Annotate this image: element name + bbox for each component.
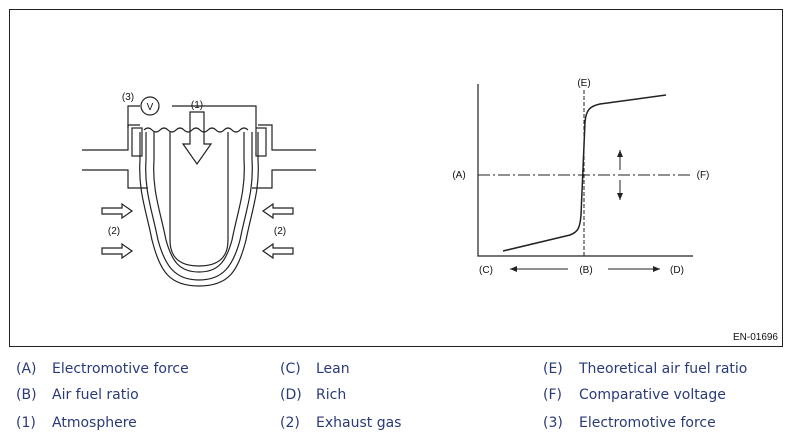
legend-item: (C) Lean [280, 361, 350, 377]
legend-key: (E) [543, 361, 563, 377]
atmosphere-tag: (1) [191, 100, 203, 111]
electrode-lead-left [127, 105, 140, 128]
legend: (A) Electromotive force (C) Lean (E) Theore… [0, 358, 794, 441]
legend-key: (2) [280, 415, 300, 431]
exhaust-arrow-icon-right-top [261, 202, 294, 220]
legend-text: Comparative voltage [579, 387, 726, 403]
legend-item: (1) Atmosphere [16, 415, 137, 431]
legend-item: (E) Theoretical air fuel ratio [543, 361, 747, 377]
legend-text: Electromotive force [52, 361, 189, 377]
figure-code: EN-01696 [732, 332, 778, 343]
sensor-element-outer [139, 132, 259, 287]
legend-key: (C) [280, 361, 301, 377]
atmosphere-arrow-icon [181, 111, 213, 166]
legend-text: Rich [316, 387, 347, 403]
legend-key: (D) [280, 387, 302, 403]
legend-text: Atmosphere [52, 415, 137, 431]
legend-text: Lean [316, 361, 350, 377]
legend-key: (B) [16, 387, 37, 403]
characteristic-graph [477, 84, 693, 272]
legend-text: Theoretical air fuel ratio [579, 361, 748, 377]
pipe-wall-right [252, 124, 316, 189]
legend-key: (A) [16, 361, 37, 377]
sensor-cavity [169, 132, 229, 267]
sensor-element-inner [153, 132, 245, 273]
figure-drawing: V (1) (3) (2) (2) (E) (A) (F) (C) (B) (D… [82, 78, 710, 287]
legend-item: (3) Electromotive force [543, 415, 716, 431]
exhaust-arrow-icon-right-bottom [261, 242, 294, 260]
legend-item: (A) Electromotive force [16, 361, 189, 377]
sensor-mount-right [255, 127, 267, 157]
legend-item: (D) Rich [280, 387, 346, 403]
exhaust-tag-left: (2) [108, 226, 120, 237]
sensor-top-wave [143, 127, 249, 133]
exhaust-tag-right: (2) [274, 226, 286, 237]
legend-item: (2) Exhaust gas [280, 415, 401, 431]
legend-key: (3) [543, 415, 563, 431]
pipe-wall-left [82, 124, 148, 189]
graph-label-c: (C) [479, 265, 493, 276]
legend-key: (F) [543, 387, 562, 403]
electrode-lead-right [172, 105, 257, 128]
graph-axes [477, 84, 693, 257]
legend-item: (B) Air fuel ratio [16, 387, 139, 403]
legend-key: (1) [16, 415, 36, 431]
legend-text: Electromotive force [579, 415, 716, 431]
legend-text: Air fuel ratio [52, 387, 139, 403]
graph-label-f: (F) [697, 170, 710, 181]
emf-tag: (3) [122, 92, 134, 103]
sensor-mount-left [131, 127, 143, 157]
voltmeter-icon [140, 96, 160, 116]
sensor-element-middle [145, 132, 253, 281]
figure-frame: V (1) (3) (2) (2) (E) (A) (F) (C) (B) (D… [9, 9, 783, 347]
legend-text: Exhaust gas [316, 415, 402, 431]
legend-item: (F) Comparative voltage [543, 387, 726, 403]
graph-label-e: (E) [577, 78, 590, 89]
graph-label-a: (A) [452, 170, 465, 181]
graph-label-d: (D) [670, 265, 684, 276]
voltmeter-label: V [147, 102, 154, 113]
graph-label-b: (B) [579, 265, 592, 276]
oxygen-sensor-diagram [82, 96, 316, 287]
output-curve [502, 94, 667, 252]
exhaust-arrow-icon-left-bottom [101, 242, 134, 260]
exhaust-arrow-icon-left-top [101, 202, 134, 220]
